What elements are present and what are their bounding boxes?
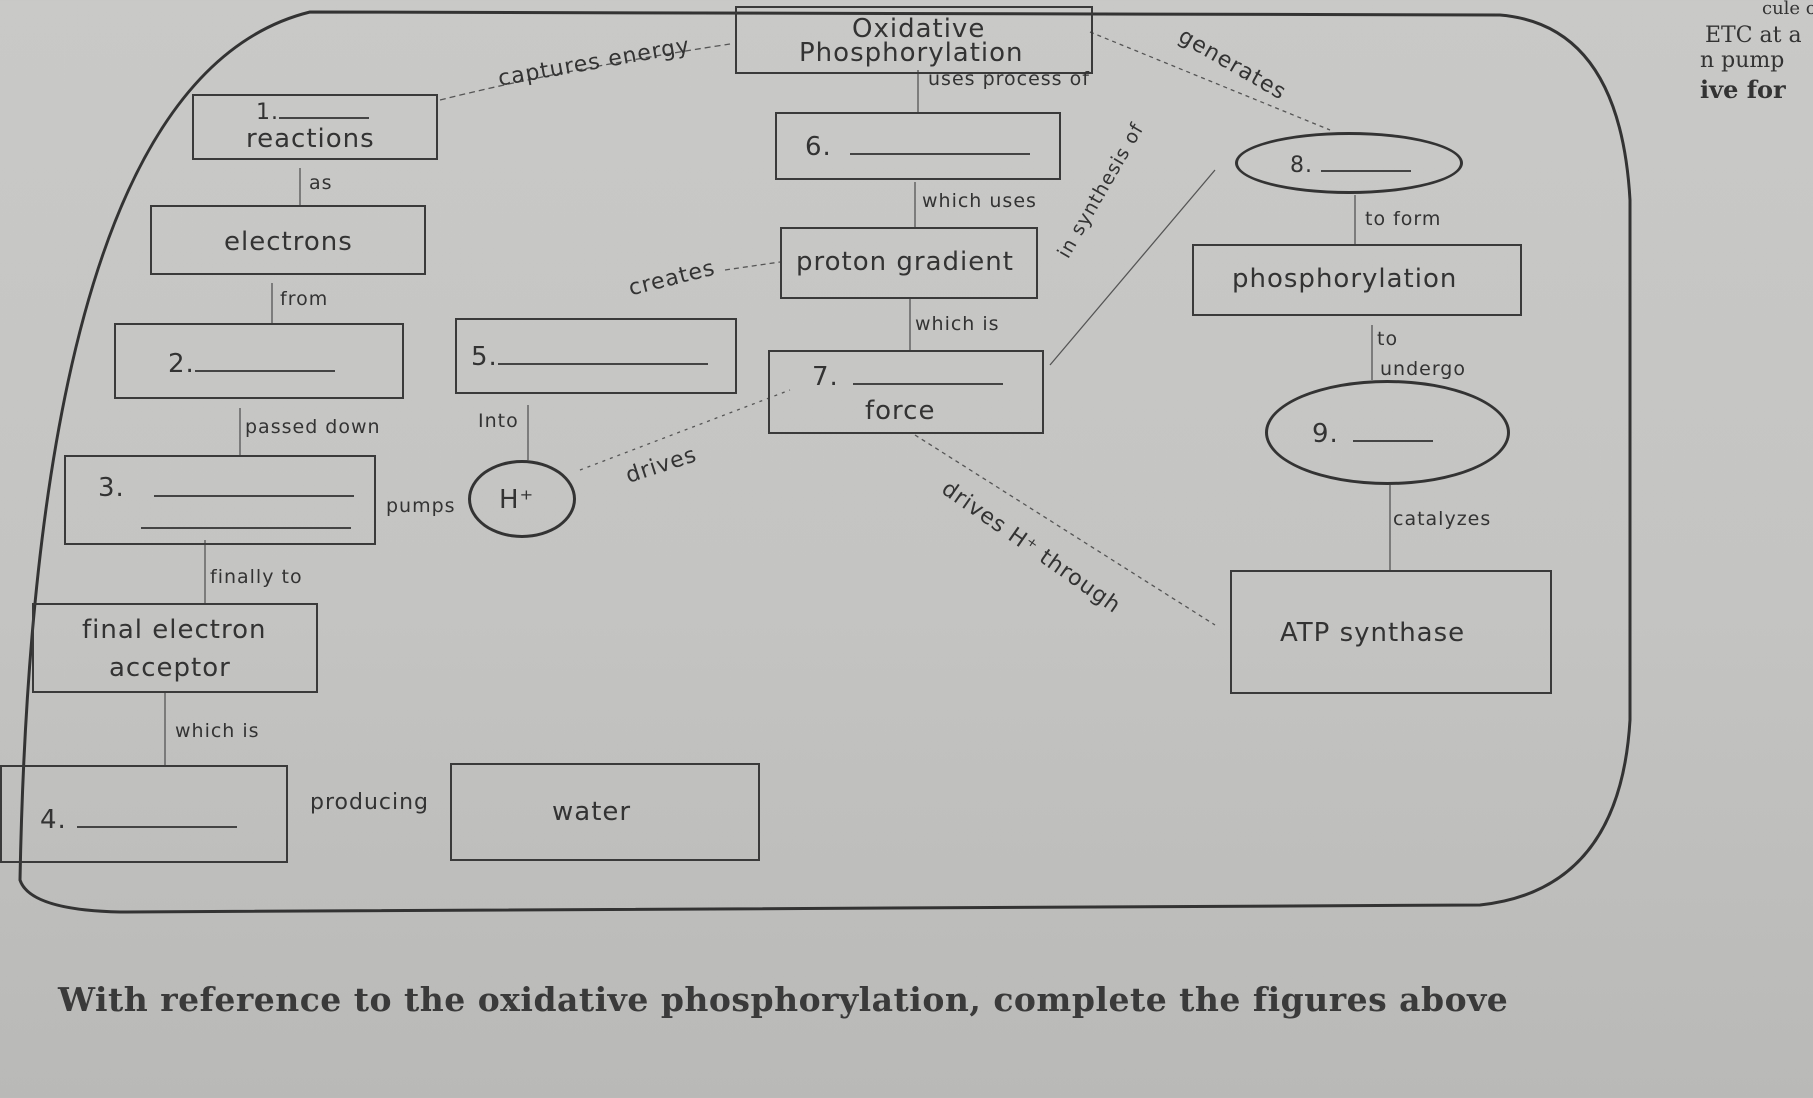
blank-3-box: 3. bbox=[64, 455, 376, 545]
blank-7-line[interactable] bbox=[852, 371, 1003, 385]
atp-synthase-label: ATP synthase bbox=[1280, 618, 1466, 648]
blank-5-box: 5. bbox=[455, 318, 737, 394]
blank-6-box: 6. bbox=[775, 112, 1061, 180]
blank-4-box: 4. bbox=[0, 765, 288, 863]
reactions-label: reactions bbox=[246, 124, 375, 154]
link-as: as bbox=[309, 172, 333, 194]
phosphorylation-node-label: phosphorylation bbox=[1232, 264, 1458, 294]
link-uses-process-of: uses process of bbox=[928, 68, 1090, 90]
water-label: water bbox=[552, 797, 632, 827]
blank-7-label: 7. bbox=[812, 364, 1003, 390]
link-passed-down: passed down bbox=[245, 416, 381, 438]
blank-4-label: 4. bbox=[40, 807, 237, 833]
link-catalyzes: catalyzes bbox=[1393, 508, 1492, 530]
atp-synthase-box: ATP synthase bbox=[1230, 570, 1552, 694]
outer-frame bbox=[18, 10, 1632, 914]
phosphorylation-label: Phosphorylation bbox=[799, 38, 1024, 68]
acceptor-label: acceptor bbox=[109, 653, 231, 683]
blank-6-line[interactable] bbox=[849, 141, 1030, 155]
electrons-label: electrons bbox=[224, 227, 353, 257]
link-which-is-a: which is bbox=[915, 313, 1000, 335]
proton-gradient-box: proton gradient bbox=[780, 227, 1038, 299]
oxidative-label: Oxidative bbox=[852, 14, 986, 44]
blank-1-number: 1. bbox=[256, 102, 369, 124]
blank-2-line[interactable] bbox=[194, 358, 335, 372]
blank-6-label: 6. bbox=[805, 134, 1030, 160]
blank-7-box: 7. force bbox=[768, 350, 1044, 434]
link-finally-to: finally to bbox=[210, 566, 303, 588]
final-acceptor-box: final electron acceptor bbox=[32, 603, 318, 693]
margin-text-1: cule o bbox=[1762, 0, 1813, 19]
blank-2-box: 2. bbox=[114, 323, 404, 399]
h-plus-circle: H⁺ bbox=[468, 460, 576, 538]
line-captures bbox=[439, 43, 731, 101]
line-drives-h bbox=[914, 434, 1216, 626]
blank-5-line[interactable] bbox=[497, 351, 708, 365]
blank-3-number: 3. bbox=[98, 473, 125, 503]
link-which-is-b: which is bbox=[175, 720, 260, 742]
blank-2-label: 2. bbox=[168, 351, 335, 377]
h-plus-label: H⁺ bbox=[499, 485, 535, 515]
blank-1-box: 1. reactions bbox=[192, 94, 438, 160]
margin-text-4: ive for bbox=[1700, 75, 1786, 104]
margin-text-2: ETC at a bbox=[1705, 23, 1802, 48]
blank-9-label: 9. bbox=[1312, 421, 1433, 447]
blank-3-line-b[interactable] bbox=[141, 513, 351, 529]
link-undergo: undergo bbox=[1380, 358, 1466, 380]
margin-text-3: n pump bbox=[1700, 48, 1785, 73]
blank-3-line-a[interactable] bbox=[154, 481, 354, 497]
link-into: Into bbox=[478, 410, 519, 432]
line-creates bbox=[724, 261, 781, 271]
electrons-box: electrons bbox=[150, 205, 426, 275]
oxidative-phosphorylation-box: Oxidative Phosphorylation bbox=[735, 6, 1093, 74]
final-electron-label: final electron bbox=[82, 615, 267, 645]
blank-9-oval: 9. bbox=[1265, 380, 1510, 485]
link-to: to bbox=[1377, 328, 1399, 350]
link-to-form: to form bbox=[1365, 208, 1442, 230]
blank-8-line[interactable] bbox=[1321, 160, 1411, 172]
blank-1-line[interactable] bbox=[279, 105, 369, 119]
blank-4-line[interactable] bbox=[76, 810, 237, 828]
blank-8-label: 8. bbox=[1290, 155, 1411, 177]
link-from: from bbox=[280, 288, 329, 310]
proton-gradient-label: proton gradient bbox=[796, 247, 1014, 277]
instruction-caption: With reference to the oxidative phosphor… bbox=[58, 980, 1509, 1019]
water-box: water bbox=[450, 763, 760, 861]
link-which-uses: which uses bbox=[922, 190, 1037, 212]
blank-8-oval: 8. bbox=[1235, 132, 1463, 194]
link-producing: producing bbox=[310, 790, 430, 815]
force-label: force bbox=[865, 396, 936, 426]
blank-9-line[interactable] bbox=[1352, 428, 1433, 442]
phosphorylation-box: phosphorylation bbox=[1192, 244, 1522, 316]
line-drives bbox=[579, 389, 791, 471]
line-synthesis bbox=[1049, 169, 1216, 366]
link-pumps: pumps bbox=[386, 495, 456, 517]
blank-5-label: 5. bbox=[471, 344, 708, 370]
line-generates bbox=[1089, 31, 1331, 131]
